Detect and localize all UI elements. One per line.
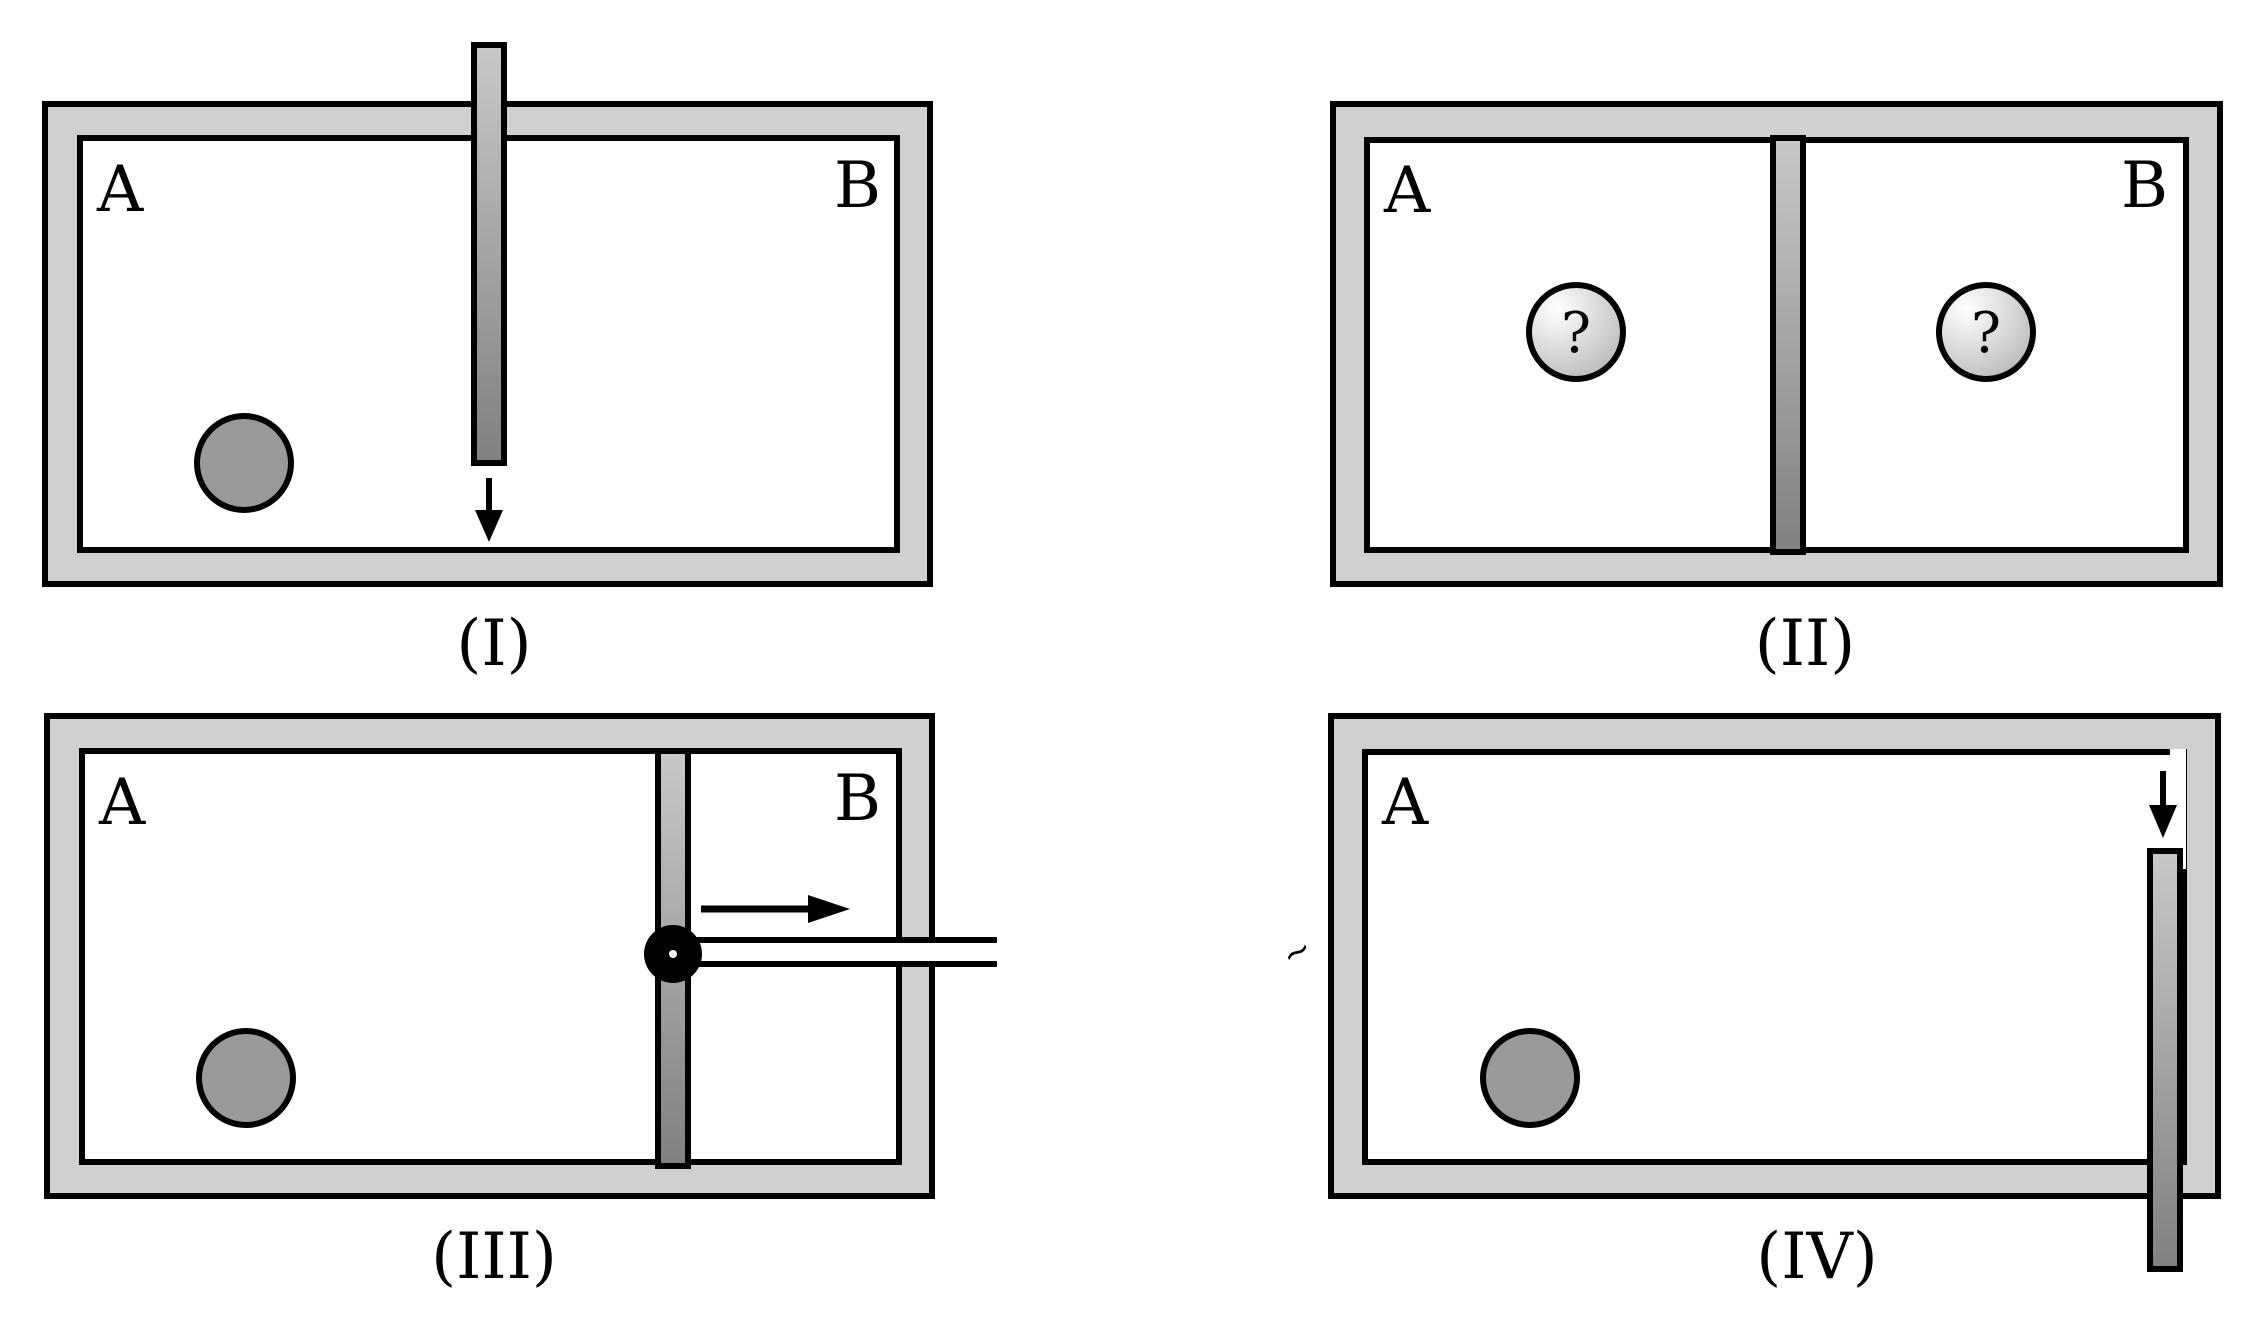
removed-partition [2147,848,2183,1272]
arrow-down [2149,771,2177,838]
wall-gap [2170,749,2186,869]
panel-caption: (III) [431,1220,557,1294]
arrow-right [701,895,850,923]
chamber-label-b: B [834,762,881,836]
chamber-label-a: A [98,766,146,840]
panel-i: A B (I) [42,42,933,681]
unknown-particle-a: ? [1526,282,1626,382]
question-mark: ? [1561,301,1591,366]
chamber-label-b: B [834,149,881,223]
chamber-label-a: A [96,153,144,227]
panel-caption: (I) [456,607,531,681]
panel-iv: A ~ (IV) [1275,713,2221,1294]
chamber-label-a: A [1381,766,1429,840]
question-mark: ? [1971,301,2001,366]
chamber-label-b: B [2121,149,2168,223]
gas-particle [194,413,294,513]
arrow-down [475,478,503,542]
chamber-label-a: A [1383,154,1431,228]
piston-rod [672,937,997,967]
partition-wall [1770,135,1806,555]
panel-caption: (IV) [1756,1220,1877,1294]
panel-iii: A B (III) [44,713,997,1294]
gas-particle [196,1028,296,1128]
unknown-particle-b: ? [1936,282,2036,382]
side-mark: ~ [1275,928,1320,977]
panel-caption: (II) [1755,607,1856,681]
pivot-joint [644,925,702,983]
partition-rod [471,42,507,466]
panel-ii: A B ? ? (II) [1330,101,2223,681]
gas-particle [1480,1028,1580,1128]
